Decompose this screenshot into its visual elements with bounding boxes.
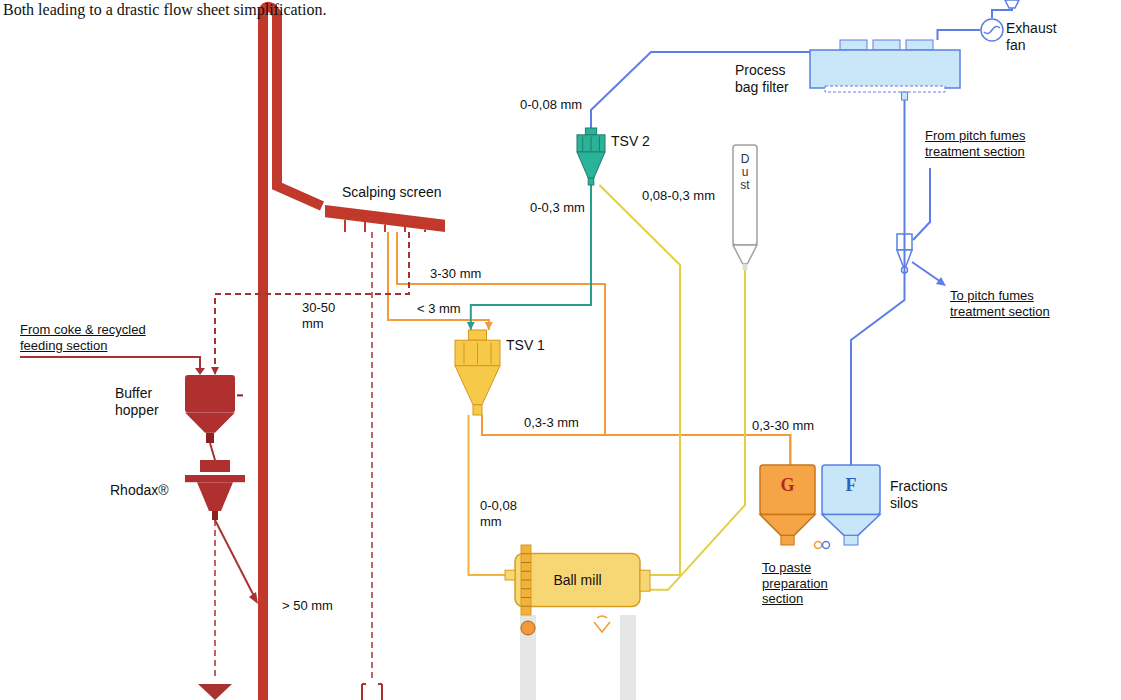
bucket-elevator [263,7,322,700]
size-fraction-label: > 50 mm [282,598,342,614]
size-fraction-label: 0,3-3 mm [522,415,581,431]
flow-line [469,415,506,575]
flow-connector [467,185,591,330]
size-fraction-label: 3-30 mm [428,266,483,282]
node-label: Scalping screen [342,184,460,201]
exhaust-fan: Exhaust fan [980,18,1004,42]
scalping-screen: Scalping screen [325,205,445,232]
node-label: TSV 2 [611,133,659,150]
rhodax-crusher: Rhodax® [185,460,245,520]
node-label: Exhaust fan [1006,20,1066,54]
rotary-valves [815,542,830,549]
flow-connector [210,443,215,460]
section-link: To paste preparation section [762,560,862,607]
section-link: From pitch fumes treatment section [925,128,1065,159]
group-label: Fractions silos [890,478,960,512]
section-link: To pitch fumes treatment section [950,288,1080,319]
flow-line [215,232,409,375]
flow-line [938,30,981,40]
size-fraction-label: 30-50 mm [300,300,350,331]
ball-mill: Ball mill [505,545,650,615]
classifier: TSV 1 [455,330,500,415]
node-label: Process bag filter [735,62,807,96]
flow-connector [469,415,506,575]
caption-text: Both leading to a drastic flow sheet sim… [3,0,603,19]
dust-silo: Dust [733,145,757,270]
oversize-line [371,232,373,682]
mill-supports [520,615,636,700]
crusher-discharge [215,520,255,598]
shape-outline [455,330,500,415]
shape-outline [810,40,960,100]
flow-connector [211,232,409,375]
arrow-head [195,368,205,375]
node-label: Rhodax® [110,482,182,499]
flow-connector [591,52,810,128]
bag-filter: Process bag filter [810,40,960,100]
node-label: Buffer hopper [115,385,181,419]
pitch-fumes-in [913,168,930,240]
section-link: From coke & recycled feeding section [20,322,150,353]
pitch-fumes-out [912,262,941,282]
fraction-silo: G [760,465,815,545]
flow-line [591,52,810,128]
arrow-head [936,277,946,286]
flow-line [851,100,905,465]
shape-outline [185,375,235,443]
size-fraction-label: 0-0,3 mm [528,200,587,216]
flow-connector [851,100,905,465]
shape-outline [577,128,605,185]
fraction-silo: F [822,465,880,545]
size-fraction-label: < 3 mm [415,301,463,317]
flow-connector [388,232,493,330]
bypass-line [214,520,216,680]
arrow-head [249,592,258,604]
flow-line [388,232,489,330]
node-label: Ball mill [553,572,601,589]
shape-outline [185,460,245,520]
feed-line [20,357,200,370]
arrow-head [467,322,475,330]
flow-connector [397,232,790,465]
classifier: TSV 2 [577,128,605,185]
flow-connector [599,185,680,575]
node-label: G [780,475,794,497]
arrow-head [485,322,493,330]
stack [1005,0,1019,8]
flow-line [471,185,591,330]
size-fraction-label: 0,08-0,3 mm [640,188,717,204]
node-label: F [846,475,857,497]
oversize-bin [362,684,382,700]
node-label: Dust [739,153,751,193]
node-label: TSV 1 [506,337,554,354]
flow-line [397,232,790,465]
flow-connector [938,30,981,40]
flow-line [650,270,745,590]
flow-line [599,185,680,575]
shape-outline [980,18,1004,42]
shape-outline [325,205,445,232]
discharge-chute [198,684,232,700]
arrow-head [211,367,219,375]
flow-connector [650,270,745,590]
stack-duct [992,8,1012,18]
size-fraction-label: 0-0,08 mm [518,97,584,113]
size-fraction-label: 0-0,08 mm [478,498,528,529]
buffer-hopper: Buffer hopper [185,375,235,443]
size-fraction-label: 0,3-30 mm [752,418,827,434]
flow-line [210,443,215,460]
